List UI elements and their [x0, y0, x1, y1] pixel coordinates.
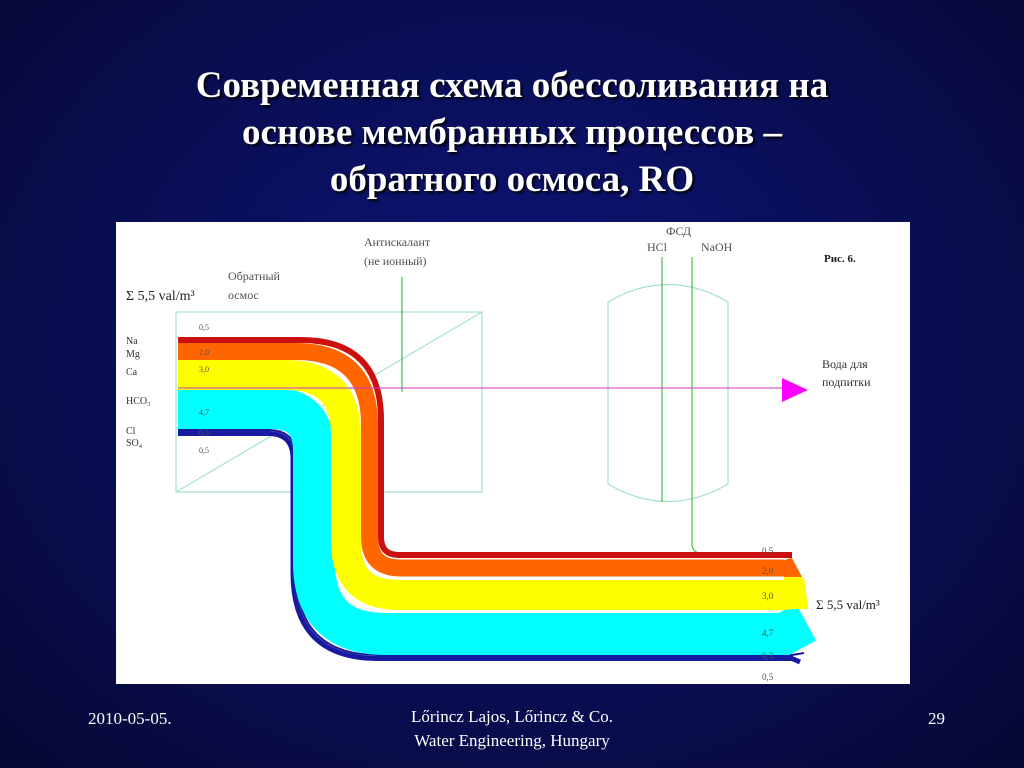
- band-tip-yellow: [784, 577, 808, 609]
- fsd-vessel: [607, 283, 729, 503]
- ion-na: Na: [126, 336, 138, 347]
- left-value-0: 0,5: [199, 323, 209, 332]
- output-label-line-1: Вода для: [822, 357, 868, 371]
- left-value-3: 4,7: [199, 408, 209, 417]
- footer-credit-line-1: Lőrincz Lajos, Lőrincz & Co.: [410, 707, 614, 726]
- left-value-1: 2,0: [199, 348, 209, 357]
- fig-label: Рис. 6.: [824, 253, 856, 265]
- band-so4: [178, 431, 802, 665]
- naoh-label: NaOH: [701, 240, 733, 254]
- ro-label-line-2: осмос: [228, 288, 259, 302]
- band-hco3: [178, 387, 817, 655]
- left-value-4: 0,3: [199, 428, 209, 437]
- footer-credit: Lőrincz Lajos, Lőrincz & Co. Water Engin…: [312, 705, 712, 753]
- diagram-canvas: Рис. 6. Σ 5,5 val/m³ Обратный осмос Анти…: [126, 224, 880, 682]
- right-value-0: 0,5: [762, 546, 774, 556]
- title-line-3: обратного осмоса, RO: [329, 159, 695, 200]
- footer-credit-line-2: Water Engineering, Hungary: [414, 731, 610, 750]
- left-value-5: 0,5: [199, 446, 209, 455]
- sum-left-label: Σ 5,5 val/m³: [126, 289, 195, 304]
- title-line-2: основе мембранных процессов –: [242, 112, 782, 153]
- band-mg: [178, 343, 784, 577]
- sum-right-label: Σ 5,5 val/m³: [816, 597, 880, 612]
- title-line-1: Современная схема обессоливания на: [195, 65, 829, 106]
- band-na: [178, 337, 792, 558]
- ion-so4: SO₄: [126, 438, 143, 449]
- footer-date: 2010-05-05.: [88, 709, 172, 728]
- page-number: 29: [928, 709, 945, 728]
- output-arrow-head: [782, 378, 808, 402]
- fsd-label: ФСД: [666, 224, 691, 238]
- band-tip-orange: [784, 558, 802, 577]
- ion-cl: Cl: [126, 426, 136, 437]
- right-value-3: 4,7: [762, 628, 774, 638]
- right-value-1: 2,0: [762, 566, 774, 576]
- naoh-line: [691, 257, 752, 555]
- ro-label-line-1: Обратный: [228, 269, 281, 283]
- ion-ca: Ca: [126, 367, 138, 378]
- right-value-4: 0,3: [762, 651, 774, 661]
- right-value-2: 3,0: [762, 591, 774, 601]
- ion-mg: Mg: [126, 349, 140, 360]
- band-ca: [178, 360, 809, 610]
- left-value-2: 3,0: [199, 365, 209, 374]
- antiscalant-label-line-2: (не ионный): [364, 254, 427, 268]
- desalination-diagram: Рис. 6. Σ 5,5 val/m³ Обратный осмос Анти…: [116, 222, 910, 684]
- right-value-5: 0,5: [762, 672, 774, 682]
- output-label-line-2: подпитки: [822, 375, 871, 389]
- ion-hco3: HCO₃: [126, 396, 151, 407]
- antiscalant-label-line-1: Антискалант: [364, 235, 431, 249]
- hcl-label: HCl: [647, 240, 668, 254]
- slide-title: Современная схема обессоливания на основ…: [60, 62, 964, 203]
